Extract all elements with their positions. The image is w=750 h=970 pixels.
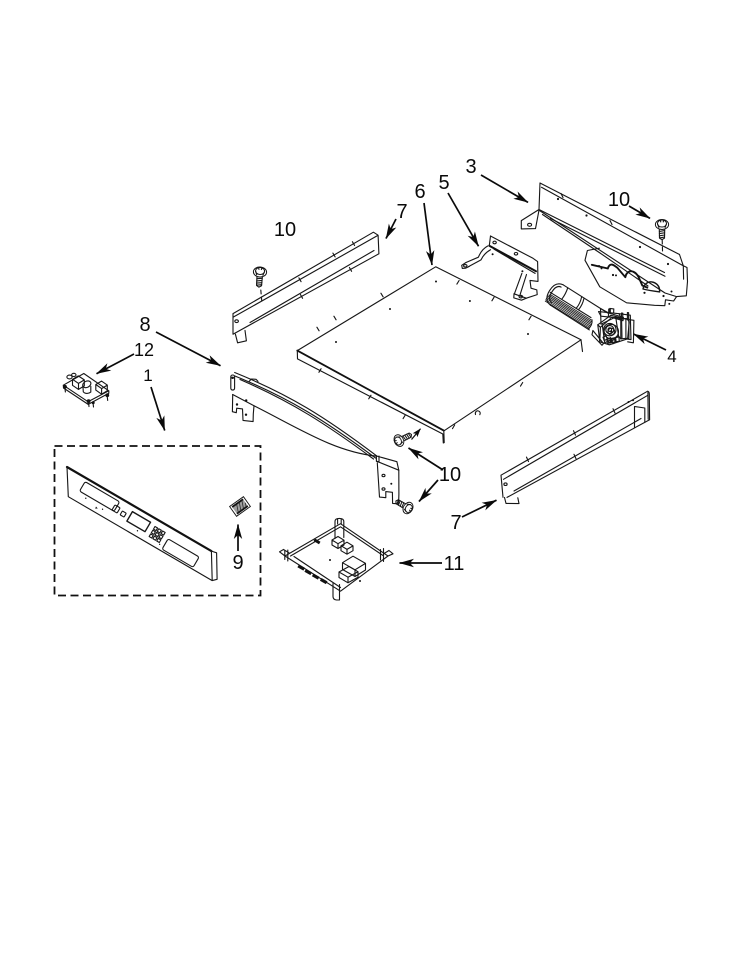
svg-text:6: 6 (414, 181, 425, 203)
svg-text:10: 10 (274, 219, 296, 241)
svg-text:12: 12 (134, 340, 154, 360)
svg-text:7: 7 (396, 201, 407, 223)
svg-text:5: 5 (438, 172, 449, 194)
svg-text:4: 4 (667, 347, 676, 366)
svg-text:1: 1 (143, 366, 152, 385)
svg-text:8: 8 (139, 314, 150, 336)
svg-text:10: 10 (439, 464, 461, 486)
svg-text:3: 3 (465, 156, 476, 178)
svg-text:9: 9 (232, 552, 243, 574)
svg-text:11: 11 (444, 553, 465, 575)
svg-text:7: 7 (450, 512, 461, 534)
svg-text:10: 10 (608, 189, 630, 211)
